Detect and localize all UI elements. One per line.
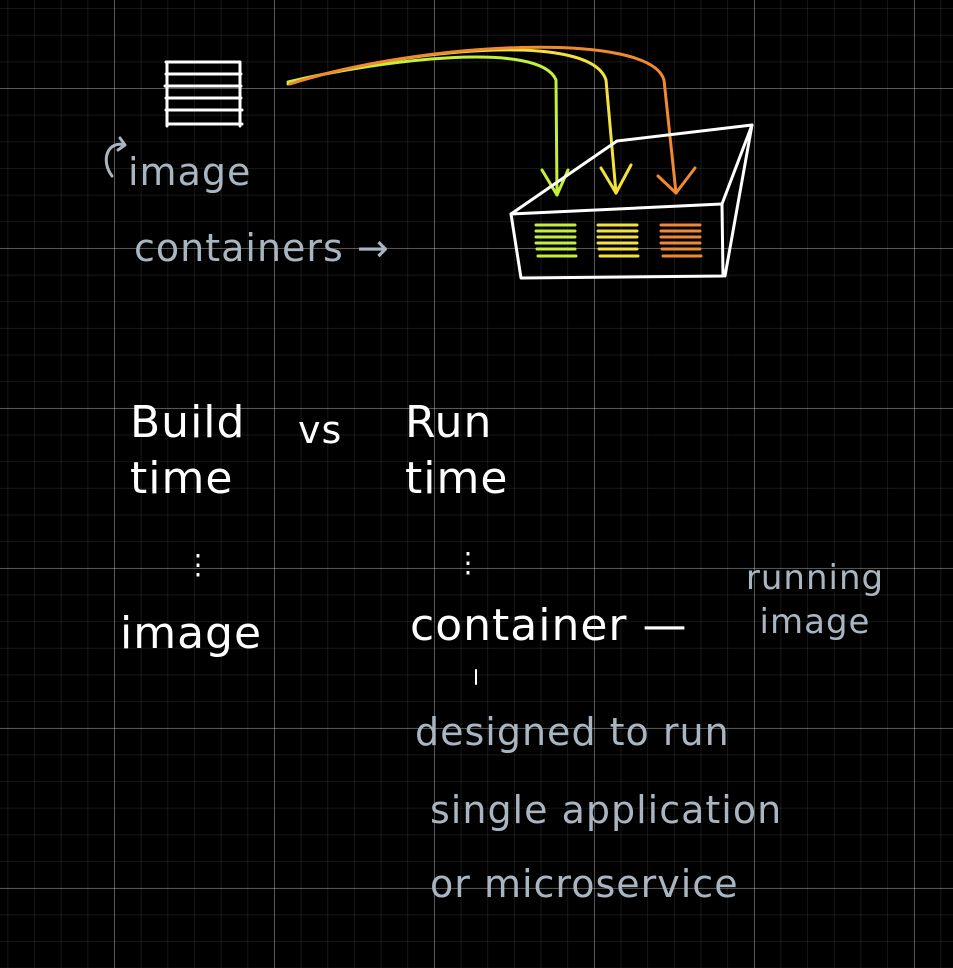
image-pointer-arrow [104, 136, 127, 178]
run-dots: ⋮ [454, 546, 483, 579]
image-stack-icon [163, 60, 244, 128]
image-word: image [120, 608, 263, 659]
container-1-icon [534, 223, 578, 258]
build-time-heading: Build time [130, 395, 280, 507]
build-dots: ⋮ [184, 548, 213, 581]
run-time-heading: Run time [405, 395, 545, 507]
run-time-text: Run time [405, 397, 509, 504]
host-box-icon [509, 123, 754, 280]
container-3-icon [659, 223, 703, 258]
arrow-to-container-3 [288, 45, 697, 195]
container-2-icon [596, 223, 640, 258]
containers-label: containers → [134, 226, 390, 270]
description-line-3: or microservice [430, 862, 739, 906]
container-word: container — [410, 600, 688, 651]
image-label: image [128, 150, 252, 194]
vs-label: vs [298, 408, 343, 452]
arrow-to-container-1 [286, 55, 570, 197]
build-time-text: Build time [130, 397, 246, 504]
description-line-1: designed to run [415, 710, 730, 754]
description-line-2: single application [430, 788, 783, 832]
running-image-note: running image [745, 558, 885, 642]
